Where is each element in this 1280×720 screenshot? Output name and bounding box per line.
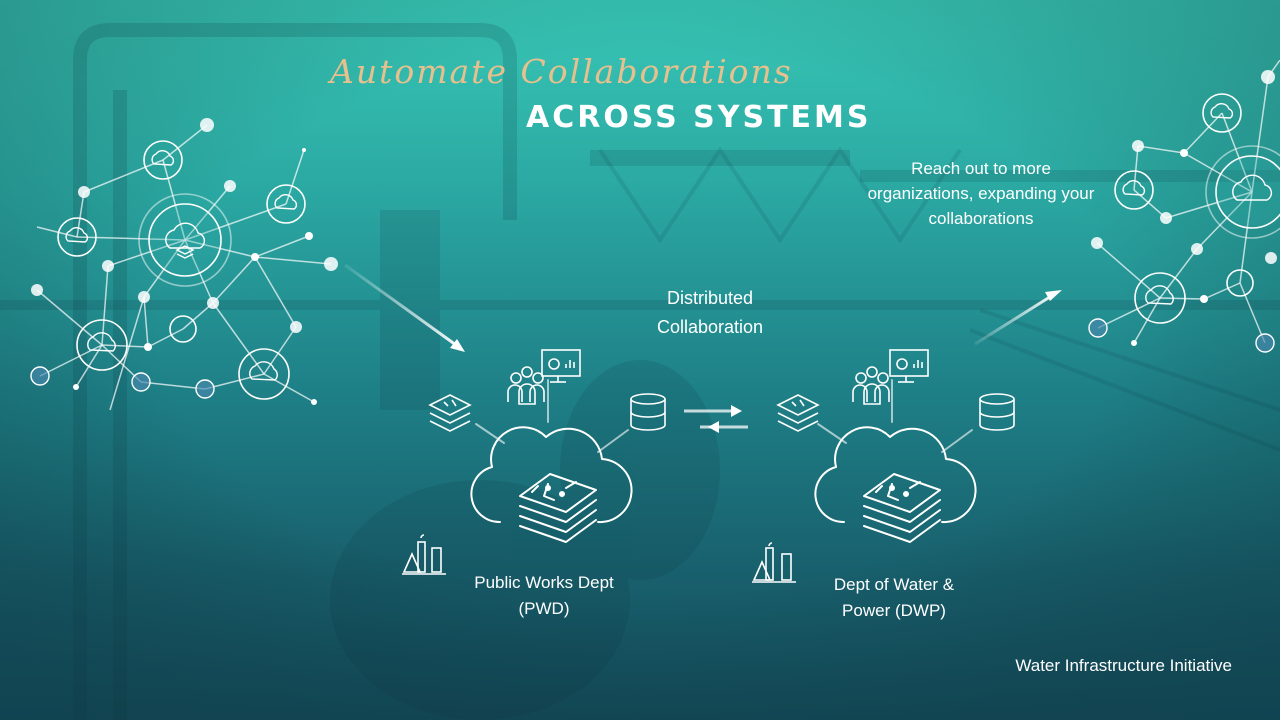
incoming-arrow-icon xyxy=(344,263,465,352)
pwd-line-2: (PWD) xyxy=(518,599,570,618)
distributed-collaboration-label: Distributed Collaboration xyxy=(628,284,792,342)
layers-icon xyxy=(428,394,472,432)
outgoing-arrow-icon xyxy=(974,290,1062,346)
database-icon xyxy=(630,393,666,431)
reach-out-line-3: collaborations xyxy=(928,209,1034,228)
distributed-line-1: Distributed xyxy=(666,288,754,308)
dwp-label: Dept of Water & Power (DWP) xyxy=(806,572,982,624)
dwp-line-2: Power (DWP) xyxy=(842,601,946,620)
left-cloud-network-icon xyxy=(30,118,338,411)
reach-out-line-1: Reach out to more xyxy=(911,159,1051,178)
footer-label: Water Infrastructure Initiative xyxy=(1015,656,1232,675)
layers-icon xyxy=(776,394,820,432)
users-icon xyxy=(507,366,545,405)
dwp-line-1: Dept of Water & xyxy=(833,575,955,594)
dwp-industry-icon xyxy=(752,542,796,583)
title-script: Automate Collaborations xyxy=(330,52,793,91)
exchange-arrows-icon xyxy=(684,405,748,433)
pwd-cloud-map-icon xyxy=(428,349,666,543)
pwd-line-1: Public Works Dept xyxy=(474,573,614,592)
title-caps: ACROSS SYSTEMS xyxy=(526,100,872,135)
dashboard-icon xyxy=(541,349,581,383)
pwd-industry-icon xyxy=(402,534,446,575)
dwp-cloud-map-icon xyxy=(776,349,1015,543)
distributed-line-2: Collaboration xyxy=(656,317,764,337)
users-icon xyxy=(852,366,890,405)
reach-out-line-2: organizations, expanding your xyxy=(867,184,1095,203)
right-cloud-network-icon xyxy=(1088,60,1280,353)
reach-out-text: Reach out to more organizations, expandi… xyxy=(850,156,1112,231)
dashboard-icon xyxy=(889,349,929,383)
pwd-label: Public Works Dept (PWD) xyxy=(452,570,636,622)
database-icon xyxy=(979,393,1015,431)
